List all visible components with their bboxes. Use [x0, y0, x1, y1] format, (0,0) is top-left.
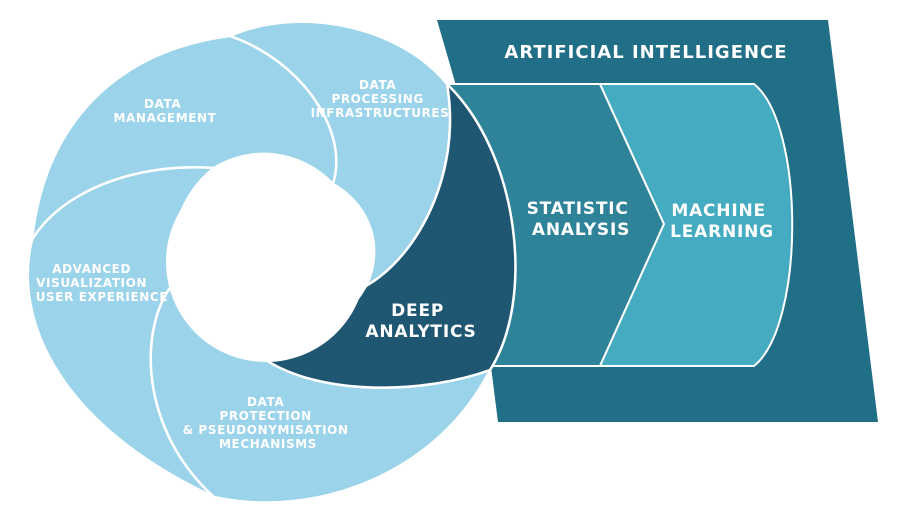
- data-protection-label: DATA PROTECTION & PSEUDONYMISATION MECHA…: [183, 395, 354, 451]
- ai-panel-title: ARTIFICIAL INTELLIGENCE: [504, 42, 787, 63]
- deep-analytics-segment: [264, 82, 517, 389]
- data-processing-label: DATA PROCESSING INFRASTRUCTURES: [311, 78, 450, 120]
- machine-learning-label: MACHINE LEARNING: [670, 201, 774, 242]
- advanced-visualization-label: ADVANCED VISUALIZATION & USER EXPERIENCE: [20, 262, 168, 304]
- machine-learning-chevron: [598, 83, 794, 367]
- statistic-analysis-label: STATISTIC ANALYSIS: [527, 199, 636, 240]
- data-management-label: DATA MANAGEMENT: [114, 97, 217, 125]
- ring-center: [166, 162, 366, 362]
- deep-analytics-label: DEEP ANALYTICS: [365, 301, 476, 342]
